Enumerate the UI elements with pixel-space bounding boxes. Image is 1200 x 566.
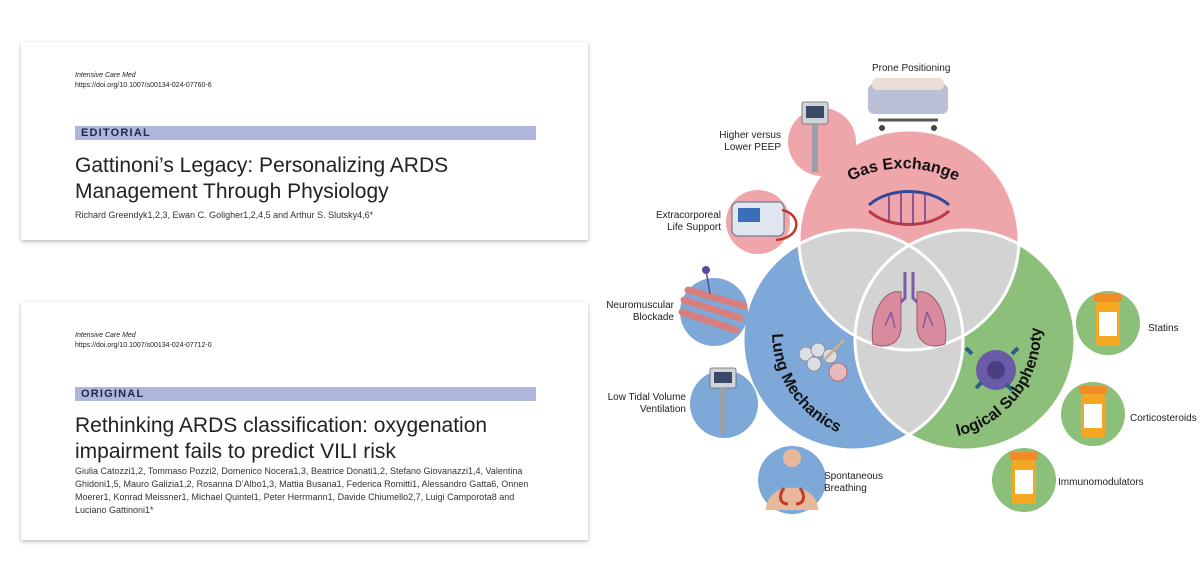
journal-name: Intensive Care Med (75, 72, 136, 79)
ventilator-icon (801, 101, 829, 172)
alveoli-icon (798, 338, 848, 382)
article-title-line-1: Rethinking ARDS classification: oxygenat… (75, 414, 488, 437)
author-names: Richard Greendyk1,2,3, Ewan C. Goligher1… (75, 210, 374, 220)
doi-link[interactable]: https://doi.org/10.1007/s00134-024-07760… (75, 82, 212, 89)
alveolar-capillary-icon (867, 190, 951, 226)
article-type-label: EDITORIAL (81, 127, 151, 139)
nmb-label-line-1: Neuromuscular (606, 300, 674, 311)
ltv-label-line-1: Low Tidal Volume (608, 392, 687, 403)
original-paper-card: Intensive Care Med https://doi.org/10.10… (21, 302, 588, 540)
muscle-fiber-icon (678, 266, 748, 334)
ecls-label-line-1: Extracorporeal (656, 210, 721, 221)
article-title: Gattinoni’s Legacy: Personalizing ARDS M… (75, 153, 555, 205)
patient-torso-icon (766, 449, 818, 510)
lungs-icon (871, 272, 947, 347)
journal-name: Intensive Care Med (75, 332, 136, 339)
article-type-band: ORIGINAL (75, 387, 536, 401)
corticosteroids-label: Corticosteroids (1130, 413, 1197, 424)
prone-positioning-icon (868, 78, 948, 131)
article-type-band: EDITORIAL (75, 126, 536, 140)
ecls-label-line-2: Life Support (667, 222, 721, 233)
article-title-line-2: Management Through Physiology (75, 180, 389, 203)
author-list: Giulia Catozzi1,2, Tommaso Pozzi2, Domen… (75, 465, 545, 517)
peep-label-line-2: Lower PEEP (724, 142, 781, 153)
immunomodulators-label: Immunomodulators (1058, 477, 1144, 488)
ventilator-icon (709, 367, 737, 434)
statins-label: Statins (1148, 323, 1179, 334)
doi-link[interactable]: https://doi.org/10.1007/s00134-024-07712… (75, 342, 212, 349)
author-names: Giulia Catozzi1,2, Tommaso Pozzi2, Domen… (75, 466, 529, 515)
peep-label-line-1: Higher versus (719, 130, 781, 141)
author-list: Richard Greendyk1,2,3, Ewan C. Goligher1… (75, 209, 545, 222)
article-title: Rethinking ARDS classification: oxygenat… (75, 413, 555, 465)
article-type-label: ORIGINAL (81, 388, 145, 400)
pill-bottle-icon (1094, 294, 1122, 346)
ards-venn-figure: Gas Exchange Lung Mechanics Biological S… (596, 0, 1197, 514)
ltv-label-line-2: Ventilation (640, 404, 686, 415)
ecmo-machine-icon (731, 201, 798, 242)
spontaneous-label-line-2: Breathing (824, 483, 867, 494)
nmb-label-line-2: Blockade (633, 312, 675, 323)
editorial-paper-card: Intensive Care Med https://doi.org/10.10… (21, 42, 588, 240)
spontaneous-label-line-1: Spontaneous (824, 471, 883, 482)
pill-bottle-icon (1010, 452, 1038, 504)
immune-cell-icon (964, 346, 1020, 392)
article-title-line-2: impairment fails to predict VILI risk (75, 440, 396, 463)
peep-bubble (788, 108, 856, 176)
article-title-line-1: Gattinoni’s Legacy: Personalizing ARDS (75, 154, 449, 177)
pill-bottle-icon (1079, 386, 1107, 438)
prone-positioning-label: Prone Positioning (872, 63, 950, 74)
